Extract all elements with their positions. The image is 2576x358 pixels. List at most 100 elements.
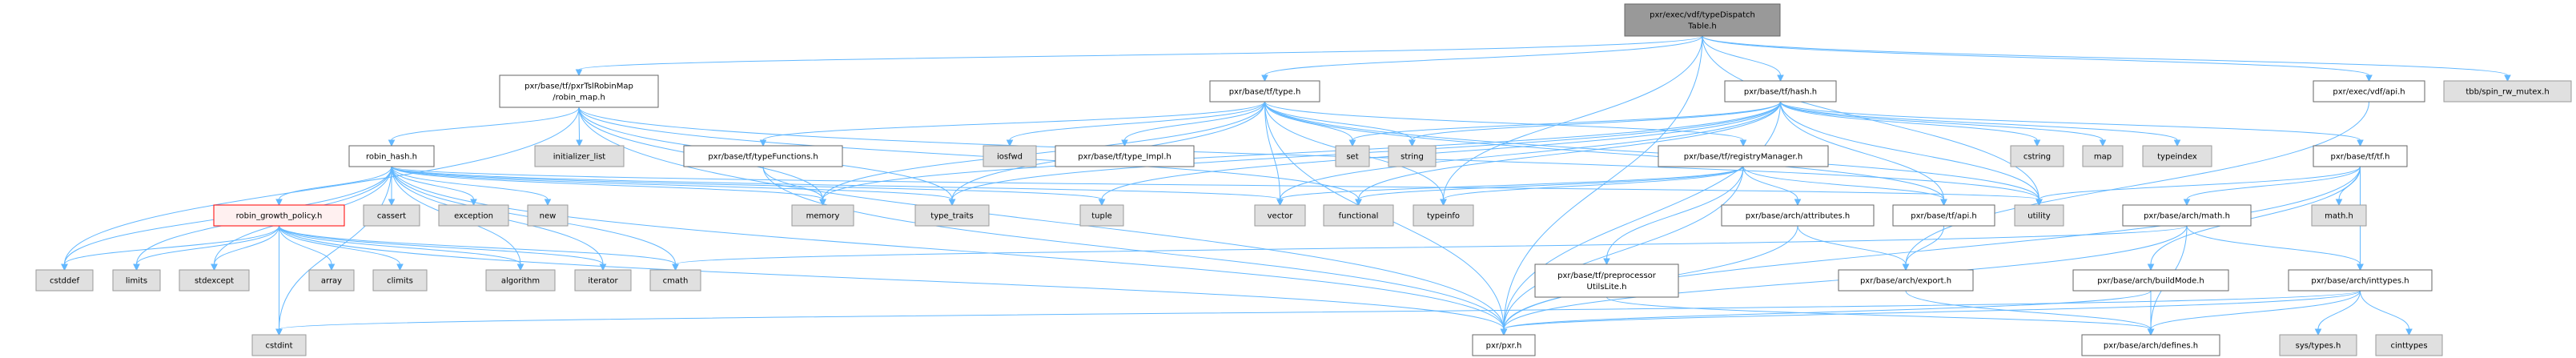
node-initList: initializer_list bbox=[534, 145, 625, 167]
node-array: array bbox=[308, 269, 355, 292]
node-box bbox=[2072, 269, 2229, 292]
node-box bbox=[438, 204, 509, 227]
edge-registryManager-to-tfApi bbox=[1742, 166, 1944, 200]
node-registryManager[interactable]: pxr/base/tf/registryManager.h bbox=[1658, 145, 1829, 167]
node-set: set bbox=[1335, 145, 1370, 167]
node-label: functional bbox=[1339, 212, 1379, 221]
node-defines[interactable]: pxr/base/arch/defines.h bbox=[2081, 334, 2220, 356]
node-label: cstdint bbox=[265, 342, 292, 351]
edge-attributes-to-export bbox=[1797, 225, 1907, 265]
edge-tfH-to-mathH bbox=[2338, 166, 2361, 200]
edge-buildMode-to-pxrH bbox=[1503, 290, 2152, 330]
arrowhead-icon bbox=[396, 263, 404, 272]
node-label: pxr/base/tf/preprocessor bbox=[1557, 272, 1657, 280]
node-archMath[interactable]: pxr/base/arch/math.h bbox=[2122, 204, 2252, 227]
arrowhead-icon bbox=[576, 139, 583, 147]
edge-registryManager-to-attributes bbox=[1742, 166, 1798, 200]
edge-typeH-to-memory bbox=[822, 101, 1265, 200]
arrowhead-icon bbox=[2147, 263, 2155, 272]
node-pxrH[interactable]: pxr/pxr.h bbox=[1472, 334, 1536, 356]
node-box bbox=[1472, 334, 1536, 356]
edge-growthPolicy-to-array bbox=[279, 225, 332, 265]
node-typeH[interactable]: pxr/base/tf/type.h bbox=[1209, 80, 1320, 103]
node-typeinfo: typeinfo bbox=[1413, 204, 1474, 227]
arrowhead-icon bbox=[2335, 199, 2343, 207]
node-label: /robin_map.h bbox=[553, 94, 605, 103]
node-label: array bbox=[321, 277, 342, 286]
node-box bbox=[213, 204, 345, 227]
node-robinMap[interactable]: pxr/base/tf/pxrTslRobinMap/robin_map.h bbox=[499, 74, 659, 108]
arrowhead-icon bbox=[544, 199, 552, 207]
arrowhead-icon bbox=[388, 139, 396, 147]
node-climits: climits bbox=[372, 269, 428, 292]
node-label: sys/types.h bbox=[2296, 342, 2341, 351]
node-buildMode[interactable]: pxr/base/arch/buildMode.h bbox=[2072, 269, 2229, 292]
edge-robinMap-to-cstddef bbox=[64, 107, 580, 265]
node-attributes[interactable]: pxr/base/arch/attributes.h bbox=[1721, 204, 1875, 227]
node-label: math.h bbox=[2325, 212, 2353, 221]
arrowhead-icon bbox=[948, 199, 956, 207]
node-new: new bbox=[527, 204, 569, 227]
node-typeFunctions[interactable]: pxr/base/tf/typeFunctions.h bbox=[683, 145, 843, 167]
edge-typeDispatch-to-robinMap bbox=[578, 35, 1703, 70]
node-hashH[interactable]: pxr/base/tf/hash.h bbox=[1724, 80, 1837, 103]
node-limits: limits bbox=[112, 269, 161, 292]
node-box bbox=[1209, 80, 1320, 103]
node-typeImpl[interactable]: pxr/base/tf/type_Impl.h bbox=[1055, 145, 1195, 167]
node-box bbox=[2010, 145, 2064, 167]
edge-robinHash-to-exception bbox=[391, 166, 474, 200]
node-label: pxr/base/arch/inttypes.h bbox=[2311, 277, 2409, 286]
node-box bbox=[2443, 80, 2572, 103]
node-box bbox=[1079, 204, 1124, 227]
edge-hashH-to-memory bbox=[822, 101, 1781, 200]
edge-hashH-to-cstring bbox=[1780, 101, 2038, 141]
node-cmath: cmath bbox=[649, 269, 701, 292]
edge-robinHash-to-typeTraits bbox=[391, 166, 953, 200]
node-label: robin_hash.h bbox=[366, 153, 417, 162]
arrowhead-icon bbox=[388, 199, 396, 207]
edge-typeH-to-typeFunctions bbox=[762, 101, 1265, 141]
edge-robinHash-to-utility bbox=[391, 166, 2040, 200]
node-tuple: tuple bbox=[1079, 204, 1124, 227]
arrowhead-icon bbox=[599, 263, 607, 272]
node-label: cmath bbox=[663, 277, 689, 286]
node-label: pxr/base/tf/api.h bbox=[1911, 212, 1977, 221]
edge-growthPolicy-to-stdexcept bbox=[214, 225, 279, 265]
edge-typeDispatch-to-hashH bbox=[1702, 35, 1781, 76]
edge-hashH-to-tfApi bbox=[1780, 101, 1944, 200]
node-tfH[interactable]: pxr/base/tf/tf.h bbox=[2313, 145, 2408, 167]
arrowhead-icon bbox=[2357, 263, 2364, 272]
arrowhead-icon bbox=[2314, 328, 2322, 336]
arrowhead-icon bbox=[2173, 139, 2181, 147]
node-growthPolicy[interactable]: robin_growth_policy.h bbox=[213, 204, 345, 227]
edge-typeH-to-registryManager bbox=[1264, 101, 1744, 141]
edge-growthPolicy-to-cstddef bbox=[64, 225, 279, 265]
arrowhead-icon bbox=[2405, 328, 2413, 336]
arrowhead-icon bbox=[133, 263, 140, 272]
node-cstddef: cstddef bbox=[35, 269, 94, 292]
node-tfApi[interactable]: pxr/base/tf/api.h bbox=[1892, 204, 1995, 227]
node-box bbox=[1721, 204, 1875, 227]
node-inttypes[interactable]: pxr/base/arch/inttypes.h bbox=[2288, 269, 2433, 292]
edge-robinMap-to-pxrH bbox=[578, 107, 1505, 330]
node-box bbox=[2288, 269, 2433, 292]
node-cinttypes: cinttypes bbox=[2375, 334, 2443, 356]
node-export[interactable]: pxr/base/arch/export.h bbox=[1838, 269, 1974, 292]
node-label: pxr/base/arch/math.h bbox=[2144, 212, 2230, 221]
arrowhead-icon bbox=[1440, 199, 1447, 207]
arrowhead-icon bbox=[1739, 139, 1747, 147]
node-vdfApi[interactable]: pxr/exec/vdf/api.h bbox=[2313, 80, 2425, 103]
node-label: map bbox=[2094, 153, 2112, 162]
arrowhead-icon bbox=[516, 263, 524, 272]
node-label: set bbox=[1346, 153, 1358, 162]
node-box bbox=[791, 204, 854, 227]
node-robinHash[interactable]: robin_hash.h bbox=[348, 145, 435, 167]
node-algorithm: algorithm bbox=[485, 269, 556, 292]
edge-inttypes-to-sysTypes bbox=[2317, 290, 2361, 330]
edge-preproc-to-defines bbox=[1606, 296, 2152, 330]
edge-growthPolicy-to-algorithm bbox=[279, 225, 521, 265]
edge-typeH-to-tfApi bbox=[1264, 101, 1944, 200]
node-box bbox=[2014, 204, 2064, 227]
